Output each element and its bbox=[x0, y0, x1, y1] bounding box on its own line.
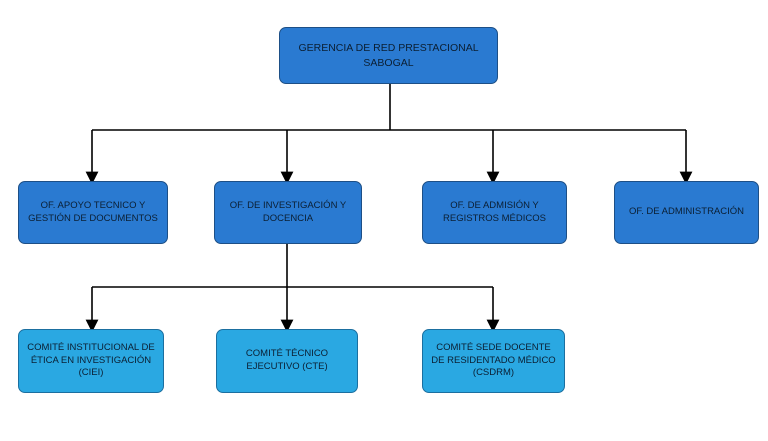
office-box-admision-registros: OF. DE ADMISIÓN Y REGISTROS MÉDICOS bbox=[422, 181, 567, 244]
office-box-administracion: OF. DE ADMINISTRACIÓN bbox=[614, 181, 759, 244]
root-label: GERENCIA DE RED PRESTACIONAL SABOGAL bbox=[298, 42, 479, 69]
committee-box-csdrm: COMITÉ SEDE DOCENTE DE RESIDENTADO MÉDIC… bbox=[422, 329, 565, 393]
office-box-apoyo-tecnico: OF. APOYO TECNICO Y GESTIÓN DE DOCUMENTO… bbox=[18, 181, 168, 244]
committee-box-cte: COMITÉ TÉCNICO EJECUTIVO (CTE) bbox=[216, 329, 358, 393]
committee-box-ciei: COMITÉ INSTITUCIONAL DE ÉTICA EN INVESTI… bbox=[18, 329, 164, 393]
committee-label: COMITÉ INSTITUCIONAL DE ÉTICA EN INVESTI… bbox=[27, 341, 155, 379]
office-label: OF. APOYO TECNICO Y GESTIÓN DE DOCUMENTO… bbox=[28, 199, 158, 224]
committee-label: COMITÉ TÉCNICO EJECUTIVO (CTE) bbox=[245, 348, 329, 372]
committee-label: COMITÉ SEDE DOCENTE DE RESIDENTADO MÉDIC… bbox=[431, 341, 556, 379]
office-box-investigacion-docencia: OF. DE INVESTIGACIÓN Y DOCENCIA bbox=[214, 181, 362, 244]
office-label: OF. DE ADMINISTRACIÓN bbox=[628, 206, 745, 218]
root-box: GERENCIA DE RED PRESTACIONAL SABOGAL bbox=[279, 27, 498, 84]
office-label: OF. DE INVESTIGACIÓN Y DOCENCIA bbox=[229, 199, 347, 224]
office-label: OF. DE ADMISIÓN Y REGISTROS MÉDICOS bbox=[443, 199, 546, 224]
